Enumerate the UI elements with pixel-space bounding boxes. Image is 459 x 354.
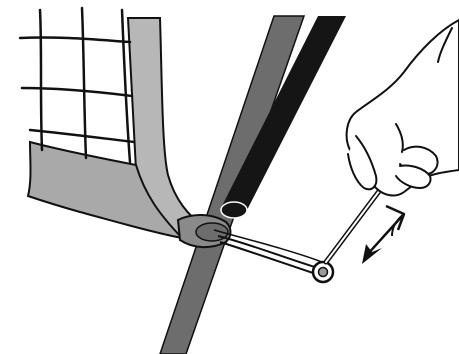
- net-mesh: [20, 8, 134, 162]
- hand: [347, 20, 459, 195]
- pull-direction-arrow-icon: [362, 206, 404, 264]
- frame-pole-gray: [160, 16, 304, 354]
- net-panel: [20, 8, 205, 240]
